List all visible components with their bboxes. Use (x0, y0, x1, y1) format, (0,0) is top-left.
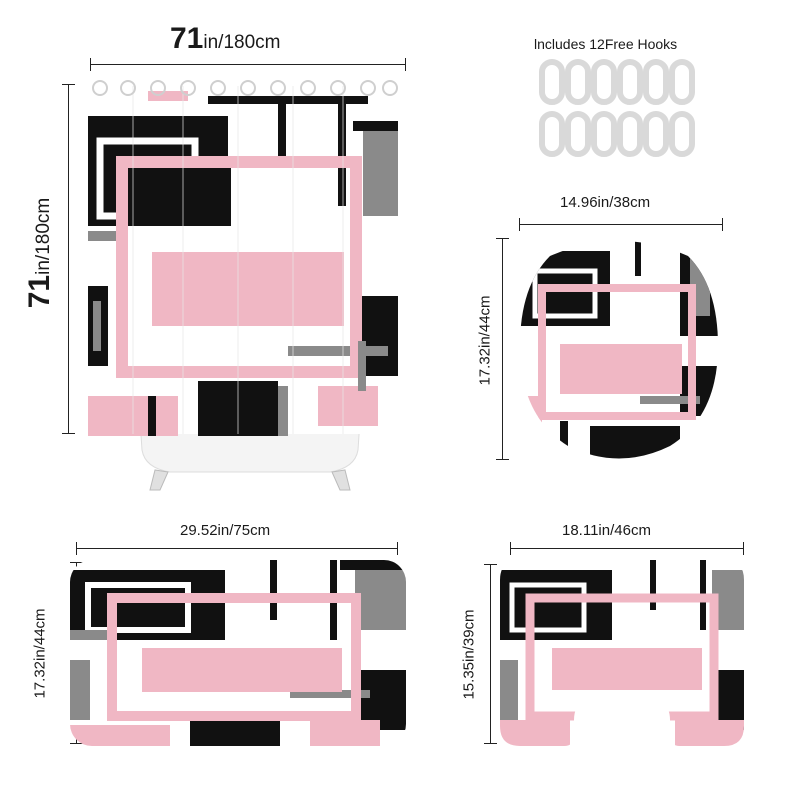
lid-width-dimension-line (519, 218, 723, 231)
hooks-label: lncludes 12Free Hooks (534, 36, 678, 52)
lid-height-dimension-line (496, 238, 509, 460)
bathmat-height-label: 17.32in/44cm (31, 608, 49, 699)
bath-mat (70, 560, 406, 746)
bathmat-width-label: 29.52in/75cm (180, 522, 271, 539)
curtain-width-unit: in/180cm (203, 32, 281, 53)
shower-curtain (88, 80, 398, 436)
curtain-width-label: 71in/180cm (170, 22, 280, 56)
bathmat-width-dimension-line (76, 542, 398, 555)
contour-width-label: 18.11in/46cm (562, 522, 651, 539)
contour-mat (500, 560, 744, 746)
curtain-width-number: 71 (170, 22, 204, 55)
curtain-width-dimension-line (90, 58, 406, 71)
curtain-height-label: 71in/180cm (23, 173, 57, 333)
lid-cover-mat (520, 241, 718, 459)
contour-height-label: 15.35in/39cm (460, 609, 478, 700)
curtain-height-number: 71 (23, 274, 56, 309)
hooks-illustration (539, 59, 695, 157)
lid-width-label: 14.96in/38cm (560, 194, 651, 211)
curtain-height-dimension-line (62, 84, 75, 434)
curtain-height-unit: in/180cm (33, 197, 54, 275)
contour-width-dimension-line (510, 542, 744, 555)
lid-height-label: 17.32in/44cm (476, 295, 494, 386)
contour-height-dimension-line (484, 564, 497, 744)
